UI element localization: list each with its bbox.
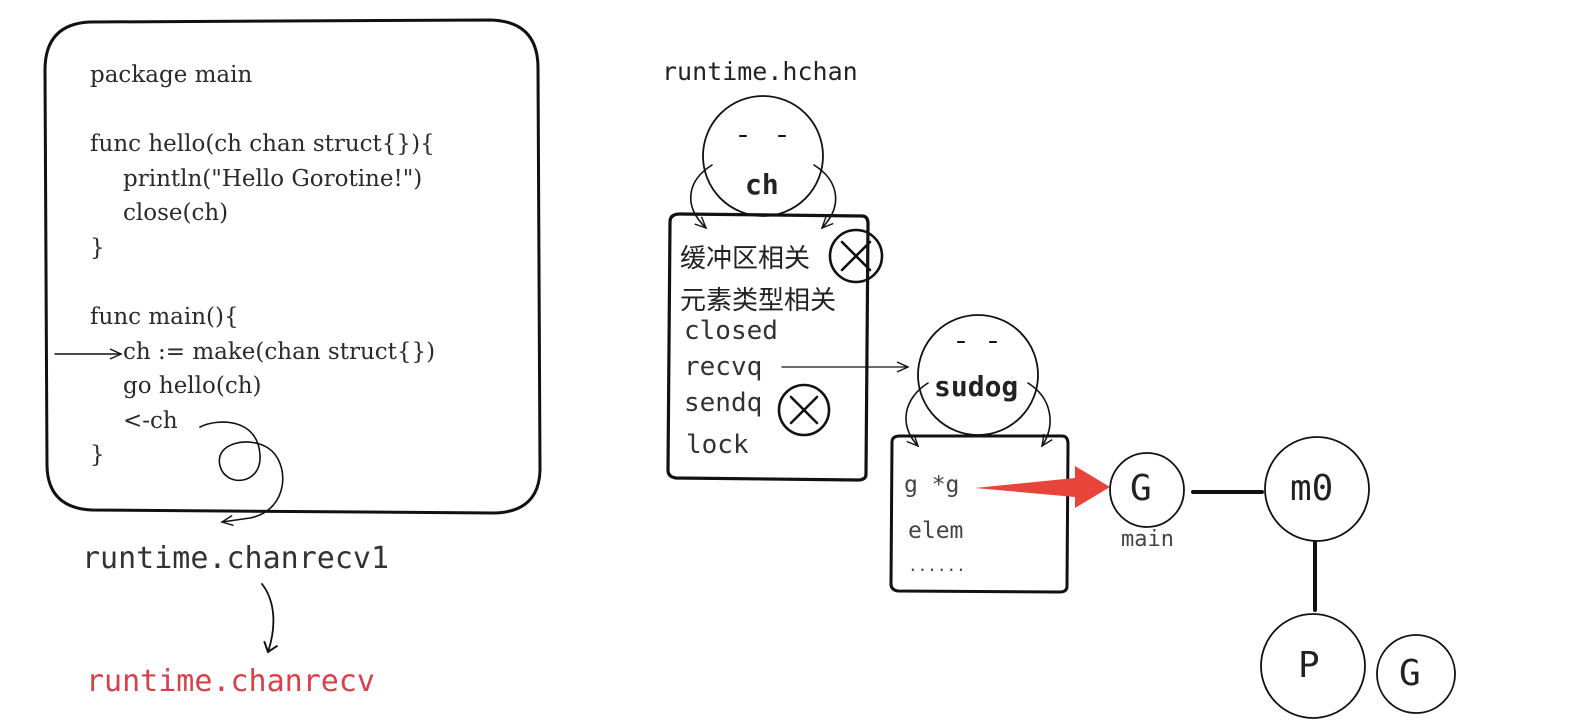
hchan-field: sendq: [684, 388, 763, 418]
code-line: }: [90, 235, 105, 261]
hchan-field: 缓冲区相关: [680, 244, 811, 274]
call-chanrecv1: runtime.chanrecv1: [82, 541, 390, 576]
g-main-label: G: [1130, 468, 1152, 509]
p-node: [1260, 613, 1366, 719]
sudog-field: g *g: [904, 472, 960, 498]
call-chanrecv: runtime.chanrecv: [86, 664, 375, 699]
code-line: func hello(ch chan struct{}){: [90, 131, 435, 157]
hchan-title: runtime.hchan: [662, 57, 858, 86]
g-pointer-arrow: [975, 466, 1110, 508]
call-arrow: [261, 583, 279, 654]
code-line: package main: [90, 62, 253, 88]
code-line: }: [90, 442, 105, 468]
sudog-head-label: sudog: [934, 370, 1019, 403]
hchan-head: [690, 95, 837, 230]
code-line: ch := make(chan struct{}): [123, 339, 436, 365]
g-other-label: G: [1399, 653, 1421, 694]
sudog-field: elem: [908, 518, 964, 544]
hchan-field: 元素类型相关: [680, 286, 837, 316]
p-label: P: [1298, 645, 1320, 686]
sudog-field: ......: [908, 556, 966, 575]
g-other-node: [1376, 634, 1456, 714]
m0-label: m0: [1290, 468, 1334, 509]
loop-arrow-icon: [199, 421, 284, 527]
hchan-field: lock: [686, 430, 749, 460]
code-line: go hello(ch): [123, 373, 262, 399]
m0-node: [1264, 436, 1370, 542]
closed-x-icon: [777, 383, 831, 437]
code-panel-frame: [43, 18, 542, 515]
code-line: func main(){: [90, 304, 239, 330]
closed-x-icon: [828, 228, 884, 284]
hchan-head-label: ch: [745, 168, 779, 201]
code-line: close(ch): [123, 200, 229, 226]
g-main-node: [1109, 452, 1185, 528]
code-line: <-ch: [123, 408, 178, 434]
g-main-caption: main: [1121, 527, 1174, 552]
hchan-field: recvq: [684, 352, 763, 382]
hchan-box: [666, 212, 870, 482]
hchan-field: closed: [684, 316, 778, 346]
sudog-box: [889, 434, 1070, 594]
code-line: println("Hello Gorotine!"): [123, 166, 423, 192]
